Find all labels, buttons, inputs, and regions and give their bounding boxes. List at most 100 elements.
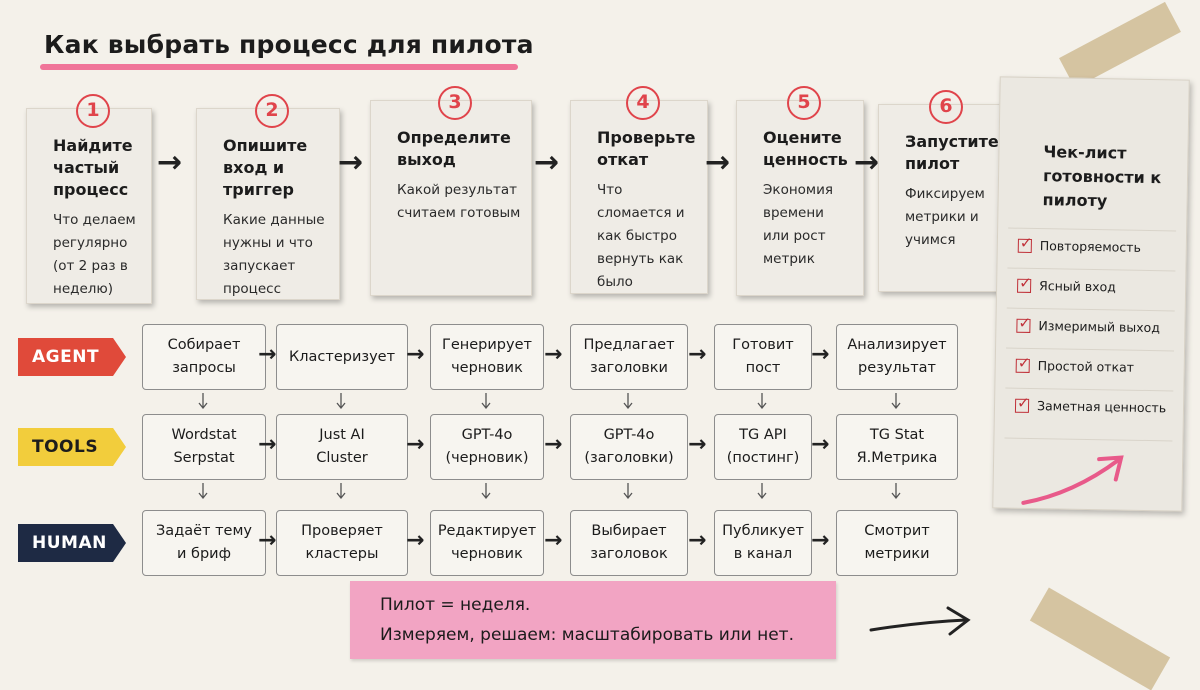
- lane-cell: Смотрит метрики: [836, 510, 958, 576]
- step-description: Что делаем регулярно (от 2 раз в неделю): [53, 212, 136, 297]
- step-title: Оцените ценность: [763, 128, 848, 169]
- pink-arrow-icon: [1021, 455, 1124, 505]
- lane-cell: Редактирует черновик: [430, 510, 544, 576]
- checklist-title: Чек-лист готовности к пилоту: [1042, 142, 1162, 211]
- right-arrow-icon: →: [811, 432, 830, 457]
- checklist-item-label: Заметная ценность: [1036, 398, 1167, 416]
- right-arrow-icon: →: [406, 342, 425, 367]
- lane-cell: Выбирает заголовок: [570, 510, 688, 576]
- checklist-rule: [1006, 347, 1175, 352]
- checklist-item-label: Повторяемость: [1039, 238, 1142, 255]
- lane-cell: Wordstat Serpstat: [142, 414, 266, 480]
- right-arrow-icon: →: [406, 432, 425, 457]
- step-title: Запустите пилот: [905, 132, 999, 173]
- down-arrow-icon: [623, 393, 633, 409]
- tape-top-right: [1059, 1, 1181, 89]
- checklist-rule: [1005, 387, 1174, 392]
- checklist-rule: [1006, 307, 1175, 312]
- right-arrow-icon: →: [688, 342, 707, 367]
- step-number-badge: 1: [76, 94, 110, 128]
- right-arrow-icon: →: [688, 432, 707, 457]
- right-arrow-icon: →: [705, 145, 731, 180]
- right-arrow-icon: →: [258, 432, 277, 457]
- right-arrow-icon: →: [406, 528, 425, 553]
- checkbox-checked-icon: [1014, 398, 1030, 413]
- lane-cell: Предлагает заголовки: [570, 324, 688, 390]
- down-arrow-icon: [198, 393, 208, 409]
- step-number-badge: 3: [438, 86, 472, 120]
- lane-cell: Генерирует черновик: [430, 324, 544, 390]
- down-arrow-icon: [757, 393, 767, 409]
- step-number-badge: 5: [787, 86, 821, 120]
- lane-cell: Публикует в канал: [714, 510, 812, 576]
- step-title: Определите выход: [397, 128, 511, 169]
- step-title: Опишите вход и триггер: [223, 136, 308, 199]
- lane-cell: Кластеризует: [276, 324, 408, 390]
- right-arrow-icon: →: [811, 528, 830, 553]
- right-arrow-icon: →: [544, 342, 563, 367]
- checklist-rule: [1007, 267, 1176, 272]
- lane-cell: Анализирует результат: [836, 324, 958, 390]
- down-arrow-icon: [623, 483, 633, 499]
- summary-note: Пилот = неделя. Измеряем, решаем: масшта…: [350, 581, 836, 659]
- right-arrow-icon: →: [854, 145, 880, 180]
- checkbox-checked-icon: [1017, 278, 1032, 293]
- right-arrow-icon: →: [688, 528, 707, 553]
- step-title: Проверьте откат: [597, 128, 696, 169]
- checkbox-checked-icon: [1017, 238, 1032, 253]
- checkbox-checked-icon: [1016, 318, 1031, 333]
- checklist-item-label: Ясный вход: [1039, 278, 1117, 295]
- step-title: Найдите частый процесс: [53, 136, 133, 199]
- right-arrow-icon: →: [258, 342, 277, 367]
- step-description: Фиксируем метрики и учимся: [905, 186, 985, 248]
- right-arrow-icon: →: [258, 528, 277, 553]
- right-arrow-icon: →: [544, 432, 563, 457]
- down-arrow-icon: [757, 483, 767, 499]
- right-arrow-icon: →: [338, 145, 364, 180]
- checklist-rule: [1004, 437, 1173, 442]
- note-line-1: Пилот = неделя.: [380, 595, 531, 615]
- step-description: Какие данные нужны и что запускает проце…: [223, 212, 325, 297]
- lane-cell: TG Stat Я.Метрика: [836, 414, 958, 480]
- lane-label-agent: AGENT: [18, 338, 126, 376]
- checklist-item-label: Измеримый выход: [1038, 318, 1161, 336]
- down-arrow-icon: [891, 483, 901, 499]
- step-description: Экономия времени или рост метрик: [763, 182, 834, 267]
- lane-cell: TG API (постинг): [714, 414, 812, 480]
- lane-cell: Собирает запросы: [142, 324, 266, 390]
- down-arrow-icon: [481, 393, 491, 409]
- checklist-item: Измеримый выход: [1016, 318, 1161, 336]
- lane-label-tools: TOOLS: [18, 428, 126, 466]
- lane-label-human: HUMAN: [18, 524, 126, 562]
- lane-cell: Готовит пост: [714, 324, 812, 390]
- right-arrow-icon: →: [534, 145, 560, 180]
- checklist-item-label: Простой откат: [1037, 358, 1135, 375]
- right-arrow-icon: →: [544, 528, 563, 553]
- step-number-badge: 2: [255, 94, 289, 128]
- checklist-card: Чек-лист готовности к пилоту Повторяемос…: [992, 76, 1190, 512]
- note-line-2: Измеряем, решаем: масштабировать или нет…: [380, 625, 794, 645]
- step-description: Какой результат считаем готовым: [397, 182, 521, 221]
- checklist-rule: [1008, 227, 1177, 232]
- title-underline: [40, 64, 518, 70]
- step-number-badge: 4: [626, 86, 660, 120]
- checklist-item: Ясный вход: [1017, 278, 1117, 295]
- down-arrow-icon: [336, 393, 346, 409]
- down-arrow-icon: [336, 483, 346, 499]
- lane-cell: Проверяет кластеры: [276, 510, 408, 576]
- lane-cell: Задаёт тему и бриф: [142, 510, 266, 576]
- step-description: Что сломается и как быстро вернуть как б…: [597, 182, 685, 290]
- checklist-item: Заметная ценность: [1014, 398, 1167, 416]
- right-arrow-icon: →: [811, 342, 830, 367]
- page-title: Как выбрать процесс для пилота: [44, 30, 534, 59]
- down-arrow-icon: [198, 483, 208, 499]
- checkbox-checked-icon: [1015, 358, 1030, 373]
- right-arrow-icon: →: [157, 145, 183, 180]
- lane-cell: Just AI Cluster: [276, 414, 408, 480]
